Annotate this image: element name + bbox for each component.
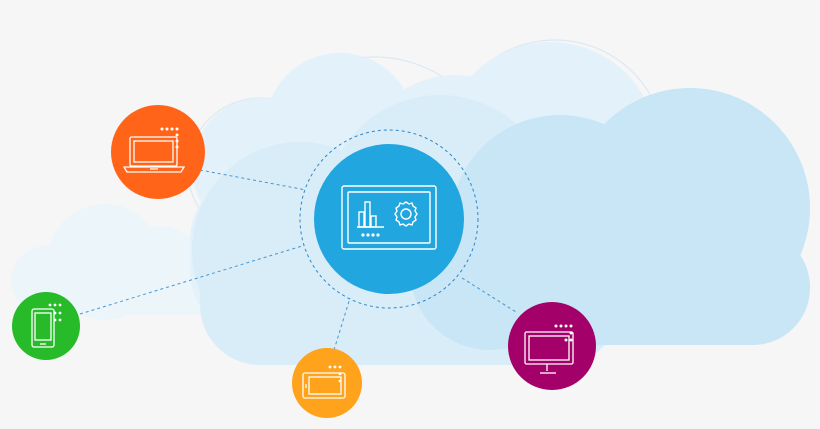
laptop-icon	[122, 127, 186, 173]
laptop-node-circle	[111, 105, 205, 199]
tablet-icon	[302, 365, 346, 399]
hub-circle	[314, 144, 464, 294]
hub-dashed-ring	[299, 129, 479, 309]
connector-lines	[79, 169, 517, 351]
desktop-node-circle	[508, 302, 596, 390]
device-node-desktop	[508, 302, 596, 390]
desktop-monitor-icon	[524, 324, 574, 374]
connector-phone	[79, 245, 303, 315]
device-node-phone	[12, 292, 80, 360]
connector-desktop	[461, 277, 517, 313]
phone-node-circle	[12, 292, 80, 360]
device-node-tablet	[292, 348, 362, 418]
device-node-laptop	[111, 105, 205, 199]
hub	[299, 129, 479, 309]
tablet-node-circle	[292, 348, 362, 418]
dashboard-chart-gear-icon	[341, 185, 437, 250]
phone-icon	[31, 303, 62, 348]
